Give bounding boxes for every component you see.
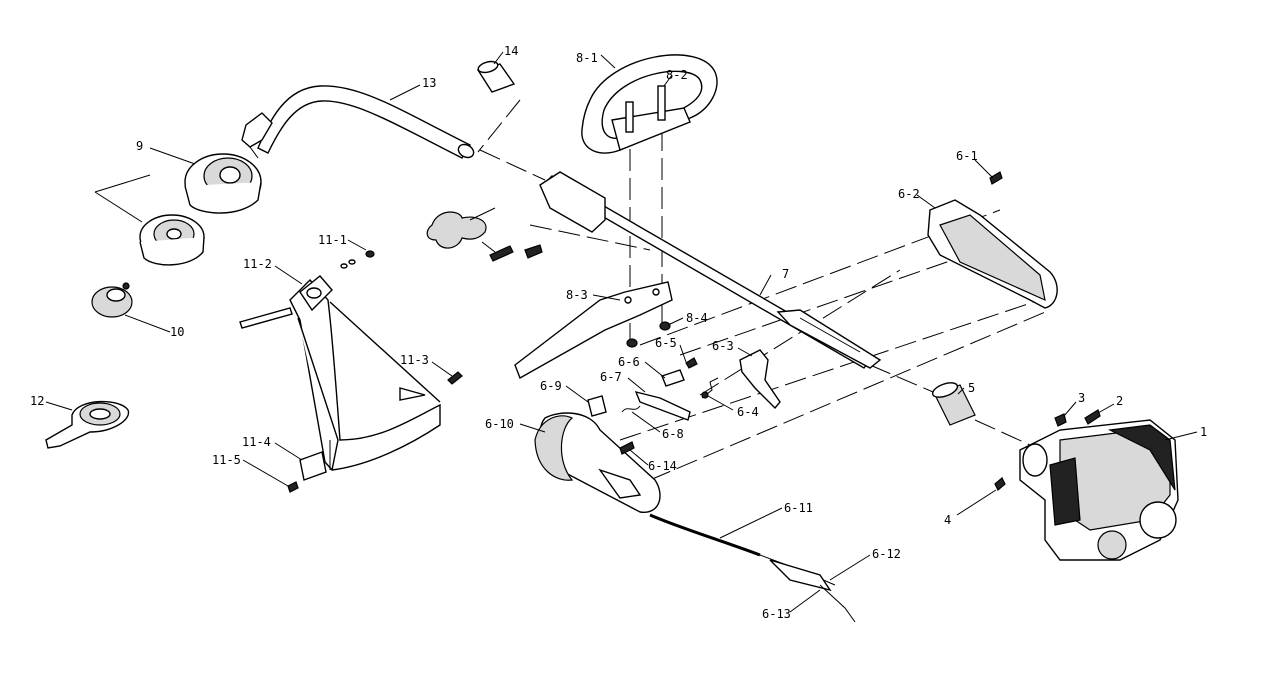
label-part-6-7: 6-7 bbox=[600, 370, 622, 384]
label-part-11-1: 11-1 bbox=[318, 233, 347, 247]
label-part-8-3: 8-3 bbox=[566, 288, 588, 302]
label-part-11-2: 11-2 bbox=[243, 257, 272, 271]
label-part-14: 14 bbox=[504, 44, 518, 58]
label-part-9: 9 bbox=[136, 139, 143, 153]
sleeve-14 bbox=[476, 60, 516, 93]
handle-bracket-8-3 bbox=[514, 281, 673, 380]
label-part-8-4: 8-4 bbox=[686, 311, 708, 325]
label-part-10: 10 bbox=[170, 325, 184, 339]
label-part-1: 1 bbox=[1200, 425, 1207, 439]
small-parts-6 bbox=[587, 357, 719, 455]
trimmer-head-lower bbox=[139, 214, 205, 266]
clamp-knob bbox=[426, 207, 543, 262]
label-part-8-1: 8-1 bbox=[576, 51, 598, 65]
loop-handle-8-1 bbox=[581, 54, 718, 154]
label-part-11-3: 11-3 bbox=[400, 353, 429, 367]
coupler-5 bbox=[931, 382, 976, 426]
label-part-5: 5 bbox=[968, 381, 975, 395]
label-part-2: 2 bbox=[1116, 394, 1123, 408]
throttle-cable-6-11 bbox=[649, 513, 856, 623]
main-shaft-7 bbox=[539, 171, 882, 369]
label-part-3: 3 bbox=[1078, 391, 1085, 405]
trimmer-head-9 bbox=[184, 153, 262, 214]
engine-1 bbox=[1019, 419, 1179, 561]
label-part-11-5: 11-5 bbox=[212, 453, 241, 467]
label-part-6-13: 6-13 bbox=[762, 607, 791, 621]
label-part-6-5: 6-5 bbox=[655, 336, 677, 350]
label-part-13: 13 bbox=[422, 76, 436, 90]
label-part-6-8: 6-8 bbox=[662, 427, 684, 441]
label-part-6-9: 6-9 bbox=[540, 379, 562, 393]
label-part-6-12: 6-12 bbox=[872, 547, 901, 561]
nut-8-4 bbox=[626, 321, 671, 348]
label-part-6-14: 6-14 bbox=[648, 459, 677, 473]
label-part-7: 7 bbox=[782, 267, 789, 281]
screws-1-4 bbox=[994, 409, 1101, 491]
label-part-6-1: 6-1 bbox=[956, 149, 978, 163]
shaft-tube-13 bbox=[241, 85, 475, 159]
attachment-12 bbox=[45, 400, 130, 449]
label-part-8-2: 8-2 bbox=[666, 68, 688, 82]
label-part-12: 12 bbox=[30, 394, 44, 408]
label-part-6-2: 6-2 bbox=[898, 187, 920, 201]
label-part-6-4: 6-4 bbox=[737, 405, 759, 419]
guard-11 bbox=[239, 250, 463, 493]
label-part-6-6: 6-6 bbox=[618, 355, 640, 369]
leader-lines bbox=[45, 51, 1198, 613]
throttle-trigger-6-3 bbox=[739, 349, 781, 410]
label-part-6-11: 6-11 bbox=[784, 501, 813, 515]
label-part-6-3: 6-3 bbox=[712, 339, 734, 353]
label-part-11-4: 11-4 bbox=[242, 435, 271, 449]
part-labels: 1 2 3 4 5 6-1 6-2 6-3 6-4 6-5 6-6 6-7 6-… bbox=[30, 44, 1207, 621]
handle-half-6-2 bbox=[927, 171, 1058, 309]
label-part-4: 4 bbox=[944, 513, 951, 527]
label-part-6-10: 6-10 bbox=[485, 417, 514, 431]
grip-housing-6-10 bbox=[534, 412, 661, 513]
bump-knob-10 bbox=[91, 282, 133, 318]
